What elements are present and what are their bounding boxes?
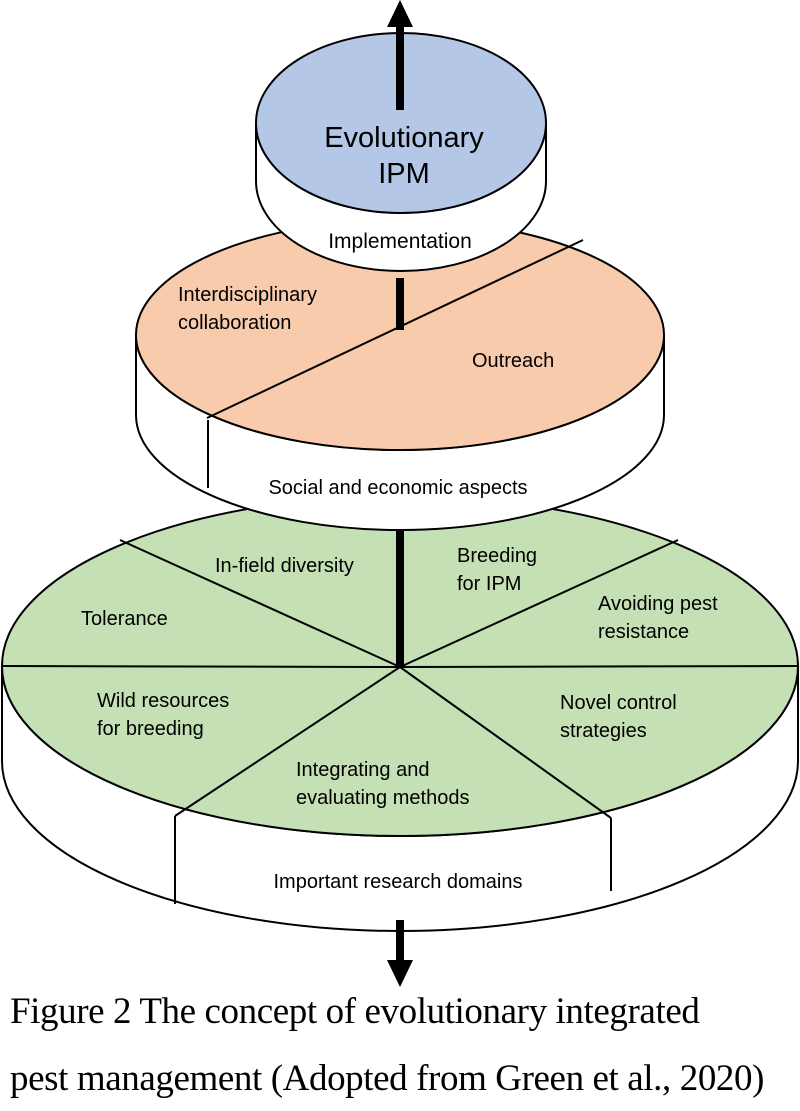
social-economic-disk	[135, 219, 665, 531]
segment-novel-control-line1: Novel control	[560, 692, 677, 714]
segment-interdisciplinary-line2: collaboration	[178, 312, 291, 334]
figure-caption-line2: pest management (Adopted from Green et a…	[10, 1058, 765, 1099]
implementation-label: Implementation	[328, 230, 472, 253]
segment-in-field-diversity: In-field diversity	[215, 555, 354, 577]
segment-novel-control-line2: strategies	[560, 720, 647, 742]
segment-outreach: Outreach	[472, 350, 554, 372]
arrow-down-icon	[387, 960, 413, 987]
segment-breeding-line2: for IPM	[457, 573, 521, 595]
segment-wild-resources-line1: Wild resources	[97, 690, 229, 712]
top-disk-title-line2: IPM	[378, 158, 430, 190]
segment-integrating-line2: evaluating methods	[296, 787, 469, 809]
eipm-diagram: Evolutionary IPM Implementation Interdis…	[0, 0, 799, 987]
figure-caption-line1: Figure 2 The concept of evolutionary int…	[10, 991, 700, 1032]
segment-wild-resources-line2: for breeding	[97, 718, 204, 740]
segment-avoiding-line1: Avoiding pest	[598, 593, 718, 615]
segment-integrating-line1: Integrating and	[296, 759, 429, 781]
top-disk-title-line1: Evolutionary	[324, 122, 484, 154]
segment-dividers	[1, 539, 799, 819]
segment-avoiding-line2: resistance	[598, 621, 689, 643]
segment-breeding-line1: Breeding	[457, 545, 537, 567]
central-axis	[387, 0, 413, 987]
research-domains-label: Important research domains	[273, 871, 522, 893]
segment-divider	[206, 239, 584, 419]
segment-interdisciplinary-line1: Interdisciplinary	[178, 284, 317, 306]
arrow-up-icon	[387, 0, 413, 27]
evolutionary-ipm-disk	[255, 32, 547, 272]
segment-tolerance: Tolerance	[81, 608, 168, 630]
social-economic-label: Social and economic aspects	[268, 477, 527, 499]
